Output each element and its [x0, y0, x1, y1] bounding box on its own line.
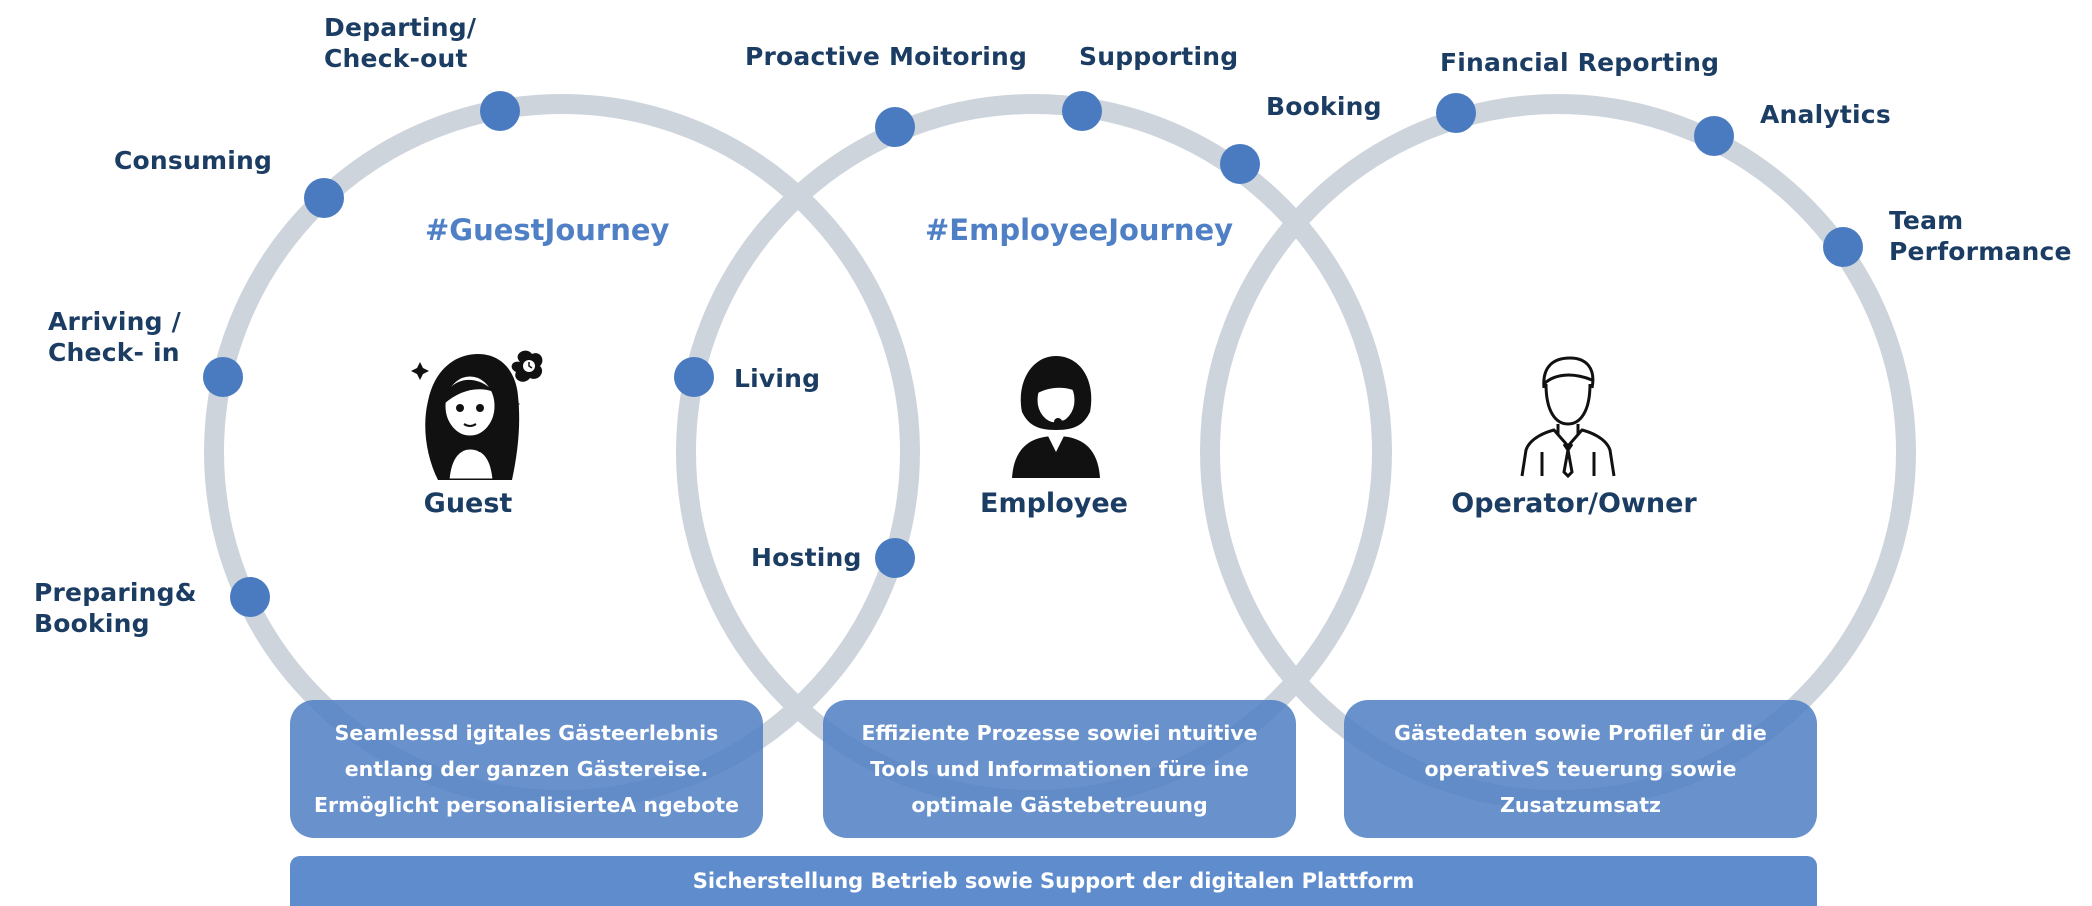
- stage-dot-booking: [1220, 144, 1260, 184]
- stage-dot-financial: [1436, 93, 1476, 133]
- guest-journey-title: #GuestJourney: [425, 213, 670, 247]
- stage-dot-preparing: [230, 577, 270, 617]
- stage-label-proactive: Proactive Moitoring: [745, 42, 1028, 71]
- stage-dot-analytics: [1694, 116, 1734, 156]
- stage-label-departing: Departing/Check-out: [324, 13, 477, 73]
- guest-description-box: Seamlessd igitales Gästeerlebnis entlang…: [290, 700, 763, 838]
- stage-dot-team: [1823, 227, 1863, 267]
- headset-agent-icon: [1012, 356, 1100, 478]
- stage-label-preparing: Preparing&Booking: [34, 578, 197, 638]
- role-guest: Guest: [423, 488, 513, 519]
- stage-dot-consuming: [304, 178, 344, 218]
- stage-label-booking: Booking: [1266, 92, 1382, 121]
- stage-dot-arriving: [203, 357, 243, 397]
- stage-label-living: Living: [734, 364, 821, 393]
- stage-dot-supporting: [1062, 91, 1102, 131]
- stage-dot-departing: [480, 91, 520, 131]
- stage-dot-proactive: [875, 107, 915, 147]
- employee-journey-title: #EmployeeJourney: [925, 213, 1234, 247]
- stage-label-analytics: Analytics: [1760, 100, 1891, 129]
- stage-label-financial: Financial Reporting: [1440, 48, 1720, 77]
- employee-description-box: Effiziente Prozesse sowiei ntuitive Tool…: [823, 700, 1296, 838]
- stage-dot-hosting: [875, 538, 915, 578]
- stage-label-supporting: Supporting: [1079, 42, 1239, 71]
- stage-dot-living: [674, 357, 714, 397]
- operator-description-box: Gästedaten sowie Profilef ür die operati…: [1344, 700, 1817, 838]
- role-employee: Employee: [980, 488, 1128, 519]
- woman-avatar-icon: [411, 350, 543, 480]
- role-operator: Operator/Owner: [1451, 488, 1697, 519]
- stage-label-hosting: Hosting: [751, 543, 862, 572]
- businessman-icon: [1520, 356, 1616, 478]
- platform-support-bar: Sicherstellung Betrieb sowie Support der…: [290, 856, 1817, 906]
- stage-label-consuming: Consuming: [114, 146, 273, 175]
- stage-label-arriving: Arriving /Check- in: [48, 307, 181, 367]
